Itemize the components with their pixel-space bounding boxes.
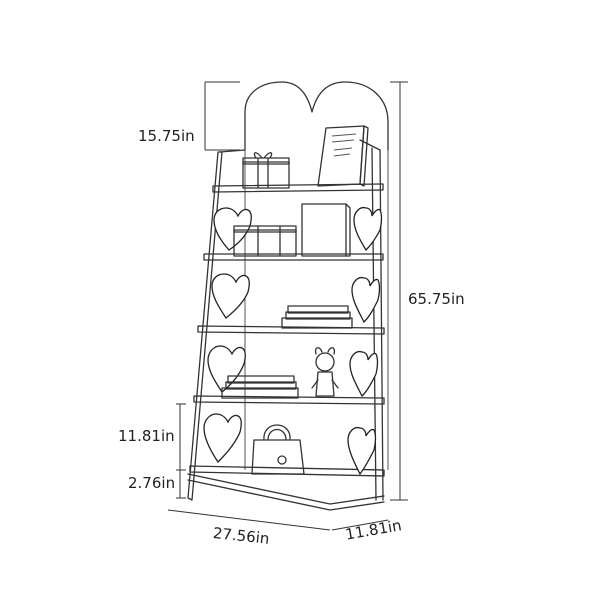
gift-box-middle [233, 225, 297, 257]
book-stack-middle [281, 305, 353, 329]
shelf-5-bottom [187, 465, 385, 511]
dim-depth [331, 519, 389, 531]
book-stack-lower [221, 375, 299, 399]
shelf-4 [193, 395, 385, 405]
dim-base-height [176, 470, 186, 499]
label-base-height: 2.76in [128, 474, 176, 492]
shelf-2 [203, 253, 384, 261]
shelf-3 [197, 325, 385, 335]
heart-right-1 [353, 206, 383, 252]
shelf-1 [212, 183, 384, 193]
dim-width [167, 509, 331, 531]
heart-right-3 [349, 350, 379, 398]
dim-shelf-spacing [176, 403, 186, 471]
book-standing-top [317, 125, 369, 187]
label-total-height: 65.75in [408, 290, 465, 308]
heart-left-2 [211, 273, 250, 319]
heart-left-1 [213, 207, 252, 251]
right-side-upright [379, 149, 384, 501]
heart-right-4 [347, 426, 377, 476]
handbag [251, 424, 305, 475]
dim-total-height [390, 81, 408, 501]
book-standing-middle [301, 203, 351, 257]
heart-back-panel [244, 81, 389, 151]
label-shelf-spacing: 11.81in [118, 427, 175, 445]
dim-top-panel [204, 81, 240, 151]
top-rail [219, 149, 246, 153]
label-top-panel-height: 15.75in [138, 127, 195, 145]
heart-left-3 [207, 345, 246, 393]
doll-figurine [311, 347, 339, 397]
heart-left-4 [203, 413, 242, 464]
gift-box-top [242, 152, 290, 189]
heart-right-2 [351, 276, 381, 324]
